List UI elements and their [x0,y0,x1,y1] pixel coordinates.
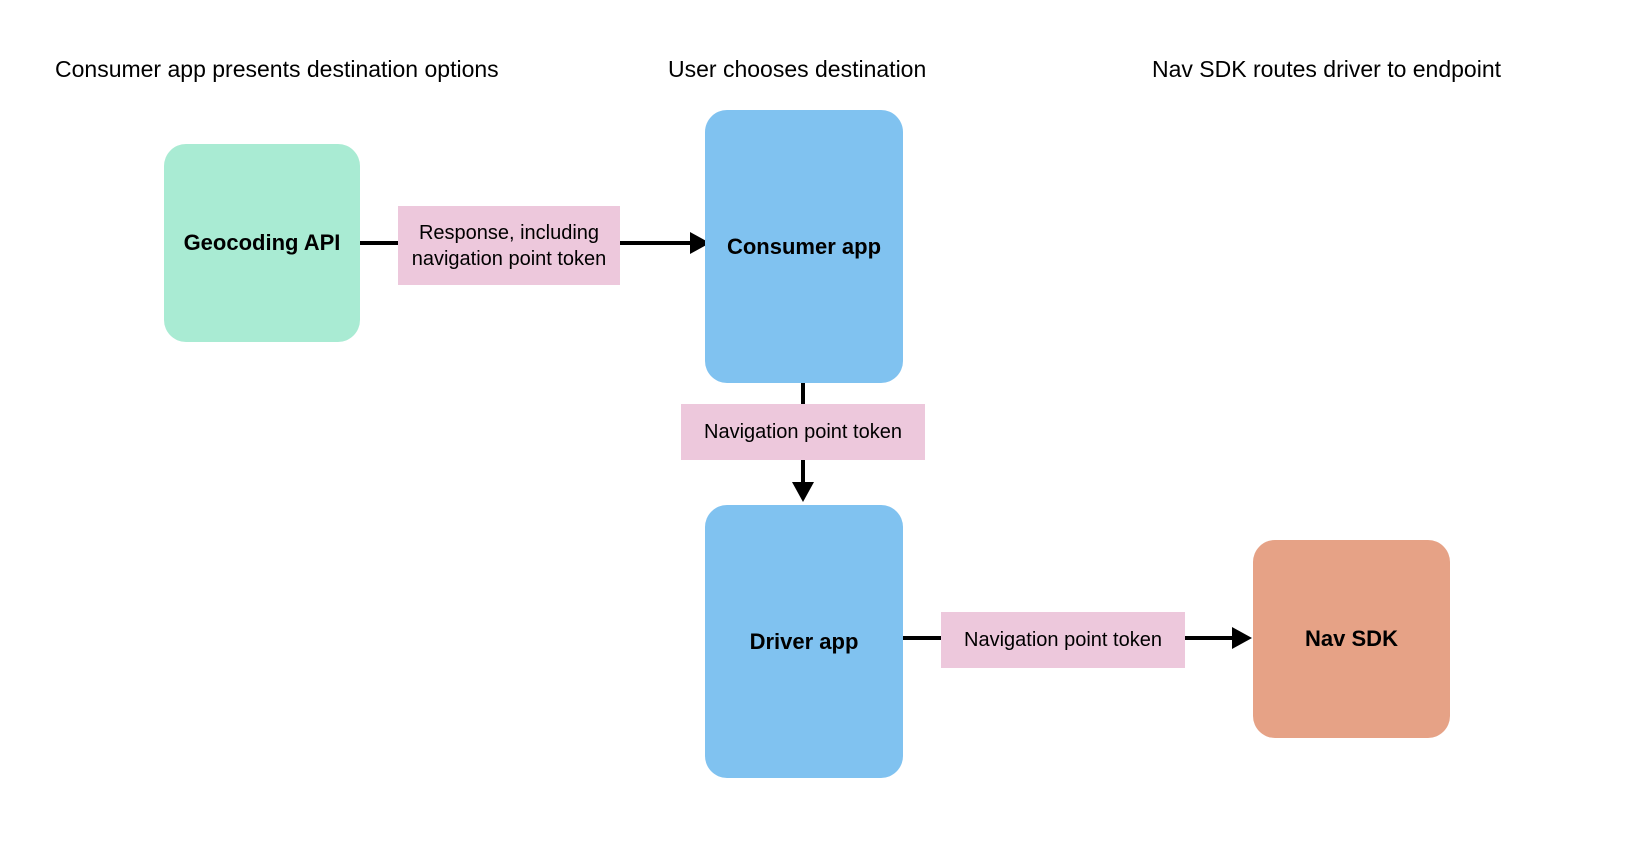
node-geocoding-api-label: Geocoding API [183,230,341,255]
node-consumer-app[interactable]: Consumer app [705,110,903,383]
column-header-user-chooses: User chooses destination [668,56,927,82]
column-header-consumer-options: Consumer app presents destination option… [55,56,499,82]
node-geocoding-api[interactable]: Geocoding API [164,144,360,342]
node-nav-sdk-label: Nav SDK [1305,626,1398,651]
connector-driver-to-navsdk-arrowhead [1232,627,1252,649]
column-header-nav-sdk-routes: Nav SDK routes driver to endpoint [1152,56,1502,82]
node-consumer-app-label: Consumer app [726,233,882,259]
connector-consumer-to-driver-arrowhead [792,482,814,502]
node-driver-app-label: Driver app [749,628,859,654]
node-driver-app[interactable]: Driver app [705,505,903,778]
edge-label-response-including-navigation-point-token: Response, including navigation point tok… [398,206,620,285]
edge-label-navigation-point-token-consumer-driver-text: Navigation point token [704,421,902,443]
edge-label-navigation-point-token-driver-navsdk: Navigation point token [941,612,1185,668]
edge-label-navigation-point-token-consumer-driver: Navigation point token [681,404,925,460]
edge-label-response-token-text: Response, including navigation point tok… [411,221,607,270]
node-nav-sdk[interactable]: Nav SDK [1253,540,1450,738]
edge-label-navigation-point-token-driver-navsdk-text: Navigation point token [964,629,1162,651]
